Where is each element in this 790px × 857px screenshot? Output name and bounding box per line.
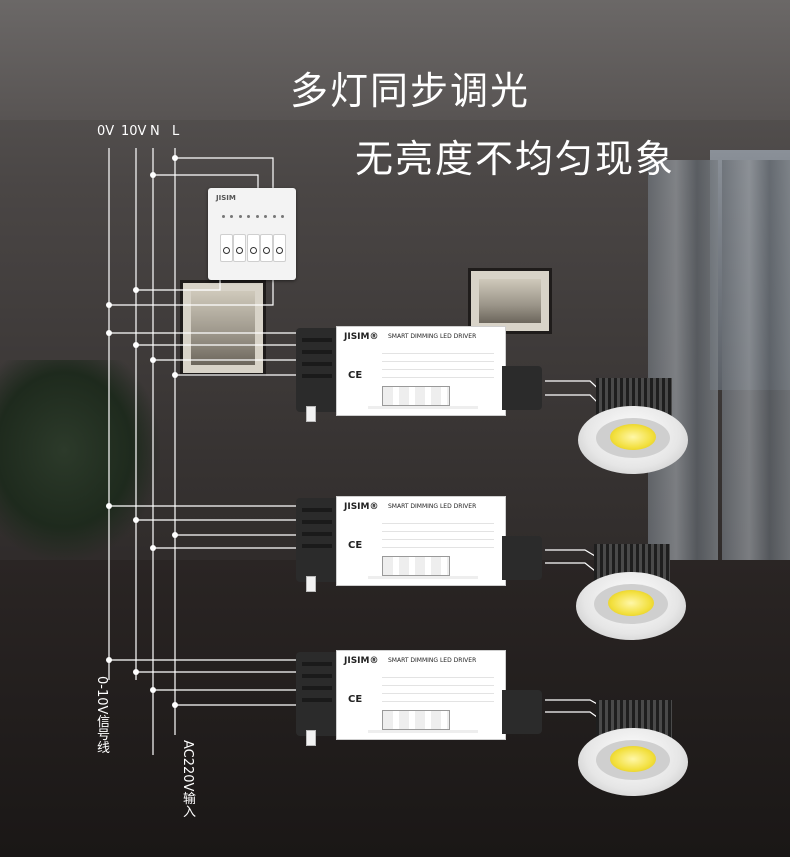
label-n: N bbox=[150, 124, 160, 139]
dip-switch-table bbox=[382, 710, 450, 730]
power-icon bbox=[220, 234, 233, 262]
ceiling bbox=[0, 0, 790, 120]
wire-10v-from-switch bbox=[136, 280, 221, 291]
title-line1: 多灯同步调光 bbox=[290, 69, 531, 113]
power-icon bbox=[246, 234, 260, 262]
driver-brand: JISIM® bbox=[344, 502, 379, 512]
switch-brand: JISIM bbox=[216, 194, 236, 202]
driver-model: SMART DIMMING LED DRIVER bbox=[388, 503, 477, 510]
label-l: L bbox=[172, 124, 180, 139]
driver-model: SMART DIMMING LED DRIVER bbox=[388, 657, 477, 664]
driver-brand: JISIM® bbox=[344, 332, 379, 342]
switch-level-indicator bbox=[222, 214, 284, 218]
wire-0v-from-switch bbox=[109, 280, 274, 306]
ce-mark-icon: CE bbox=[348, 540, 363, 551]
driver-brand: JISIM® bbox=[344, 656, 379, 666]
downlight-2 bbox=[576, 544, 686, 654]
downlight-3 bbox=[578, 700, 688, 810]
ce-mark-icon: CE bbox=[348, 370, 363, 381]
power-icon bbox=[259, 234, 273, 262]
led-chip bbox=[610, 424, 656, 450]
downlight-1 bbox=[578, 378, 688, 488]
switch-keys bbox=[220, 234, 286, 262]
title-line2: 无亮度不均匀现象 bbox=[355, 137, 676, 181]
label-signal-wire: 0-10V信号线 bbox=[94, 676, 109, 754]
dip-switch-table bbox=[382, 556, 450, 576]
led-chip bbox=[610, 746, 656, 772]
led-driver-3: JISIM® SMART DIMMING LED DRIVER CE bbox=[296, 650, 546, 746]
wall-painting-left bbox=[180, 280, 266, 376]
label-0v: 0V bbox=[97, 124, 115, 139]
driver-model: SMART DIMMING LED DRIVER bbox=[388, 333, 477, 340]
ce-mark-icon: CE bbox=[348, 694, 363, 705]
label-power-input: AC220V输入 bbox=[180, 740, 195, 818]
led-driver-2: JISIM® SMART DIMMING LED DRIVER CE bbox=[296, 496, 546, 592]
power-icon bbox=[273, 234, 286, 262]
led-chip bbox=[608, 590, 654, 616]
dip-switch-table bbox=[382, 386, 450, 406]
power-icon bbox=[233, 234, 247, 262]
label-10v: 10V bbox=[121, 124, 147, 139]
wall-painting-right bbox=[468, 268, 552, 334]
plant bbox=[0, 360, 160, 560]
wire-l-to-switch bbox=[175, 157, 274, 196]
led-driver-1: JISIM® SMART DIMMING LED DRIVER CE bbox=[296, 326, 546, 422]
wall-dimmer-switch: JISIM bbox=[208, 188, 296, 280]
